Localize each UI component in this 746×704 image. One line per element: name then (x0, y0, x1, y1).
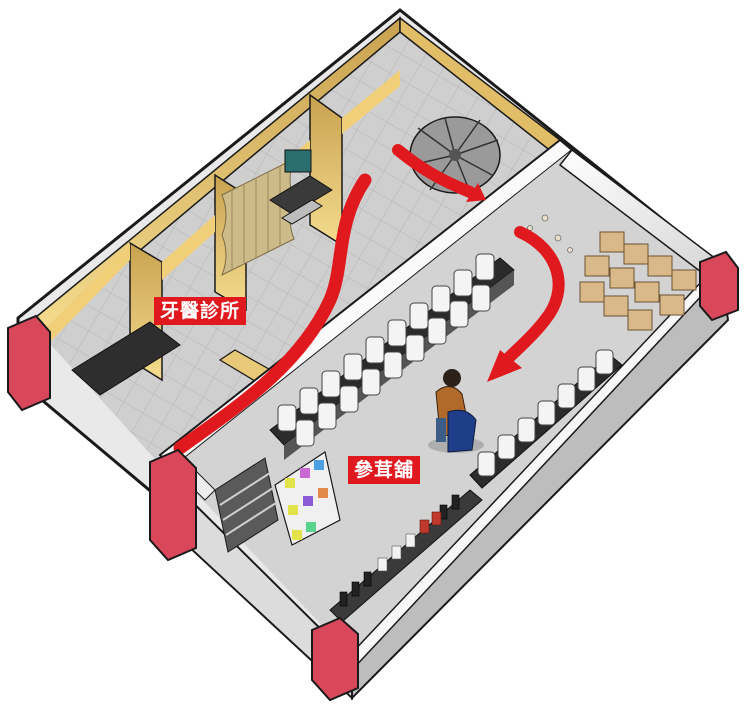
jars-lower (477, 349, 614, 477)
pillar-center (149, 448, 197, 562)
pillar-right (699, 250, 739, 322)
jars-icon (277, 253, 495, 447)
bottles-icon (329, 489, 483, 623)
product-display-rack (274, 451, 341, 546)
pillar-left (7, 314, 51, 412)
curtain (221, 157, 295, 277)
clinic-label: 牙醫診所 (154, 297, 247, 325)
clinic-area (29, 16, 562, 470)
boxes-icon (579, 231, 697, 331)
corner-pillars (7, 250, 739, 702)
partition-wall-3 (309, 93, 343, 247)
shop-label: 參茸舖 (348, 456, 421, 484)
arrow-head-shop (487, 350, 522, 382)
shop-area (171, 148, 722, 672)
debris (527, 214, 573, 253)
person-with-bag-icon (428, 369, 484, 453)
dental-chair-icon (269, 149, 333, 225)
wall-shelf (214, 457, 279, 553)
arrow-head-stair (466, 183, 486, 202)
pillar-front (311, 616, 359, 702)
route-arrows (173, 144, 565, 455)
